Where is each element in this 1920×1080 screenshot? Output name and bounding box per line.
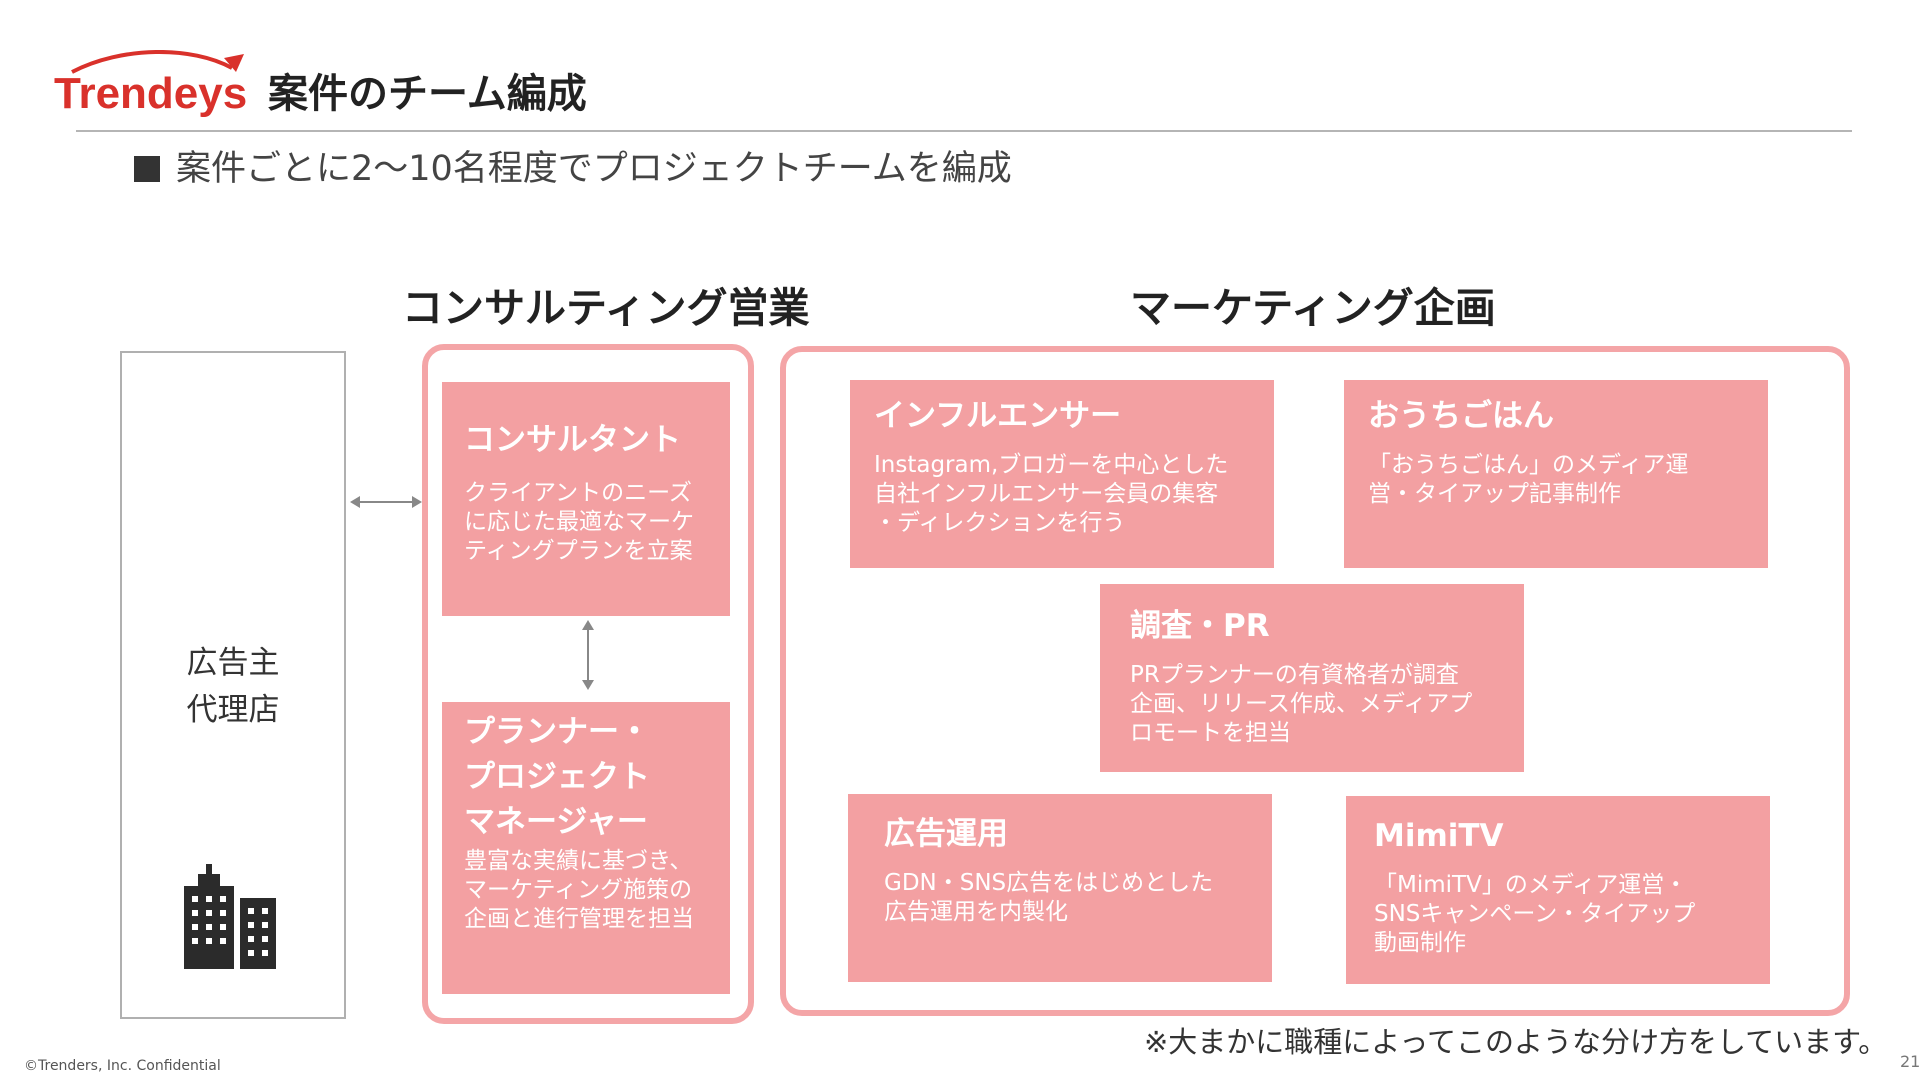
role-card-consultant: コンサルタント クライアントのニーズ に応じた最適なマーケ ティングプランを立案 xyxy=(442,382,730,616)
role-card-ad-operation: 広告運用 GDN・SNS広告をはじめとした 広告運用を内製化 xyxy=(848,794,1272,982)
consulting-sales-group xyxy=(422,344,754,1024)
building-icon xyxy=(184,864,276,969)
role-description: クライアントのニーズ に応じた最適なマーケ ティングプランを立案 xyxy=(464,479,708,567)
role-description: PRプランナーの有資格者が調査 企画、リリース作成、メディアプ ロモートを担当 xyxy=(1130,661,1494,749)
slide-title: 案件のチーム編成 xyxy=(268,71,587,117)
role-description: Instagram,ブロガーを中心とした 自社インフルエンサー会員の集客 ・ディ… xyxy=(874,451,1250,539)
desc-line: ティングプランを立案 xyxy=(464,538,693,565)
role-title: MimiTV xyxy=(1374,818,1504,854)
role-description: 豊富な実績に基づき、 マーケティング施策の 企画と進行管理を担当 xyxy=(464,847,708,935)
desc-line: 営・タイアップ記事制作 xyxy=(1368,481,1621,508)
role-description: 「おうちごはん」のメディア運 営・タイアップ記事制作 xyxy=(1368,451,1744,509)
copyright: ©Trenders, Inc. Confidential xyxy=(24,1058,221,1074)
desc-line: 豊富な実績に基づき、 xyxy=(464,847,693,874)
heading-marketing-planning: マーケティング企画 xyxy=(1130,284,1496,332)
footnote: ※大まかに職種によってこのような分け方をしています。 xyxy=(1144,1025,1888,1059)
desc-line: SNSキャンペーン・タイアップ xyxy=(1374,901,1696,928)
desc-line: マーケティング施策の xyxy=(464,877,693,904)
desc-line: 自社インフルエンサー会員の集客 xyxy=(874,481,1219,508)
role-title: コンサルタント xyxy=(464,422,681,458)
role-title: 調査・PR xyxy=(1130,608,1270,644)
double-arrow-vertical-icon xyxy=(582,620,594,690)
heading-consulting-sales: コンサルティング営業 xyxy=(402,284,810,332)
client-box xyxy=(120,351,346,1019)
role-title: 広告運用 xyxy=(884,816,1008,852)
header-divider xyxy=(76,130,1852,132)
double-arrow-horizontal-icon xyxy=(350,496,422,508)
trenders-logo: Trendeys xyxy=(54,50,247,118)
desc-line: GDN・SNS広告をはじめとした xyxy=(884,869,1214,896)
logo-text: Trendeys xyxy=(54,69,247,118)
role-card-ouchigohan: おうちごはん 「おうちごはん」のメディア運 営・タイアップ記事制作 xyxy=(1344,380,1768,568)
role-description: GDN・SNS広告をはじめとした 広告運用を内製化 xyxy=(884,869,1236,927)
subtitle: 案件ごとに2〜10名程度でプロジェクトチームを編成 xyxy=(134,148,1012,190)
desc-line: に応じた最適なマーケ xyxy=(464,509,694,536)
marketing-planning-group xyxy=(780,346,1850,1016)
desc-line: 企画、リリース作成、メディアプ xyxy=(1130,691,1473,718)
square-bullet-icon xyxy=(134,156,160,182)
role-description: 「MimiTV」のメディア運営・ SNSキャンペーン・タイアップ 動画制作 xyxy=(1374,871,1742,959)
role-title: プランナー・ プロジェクト マネージャー xyxy=(464,710,708,845)
desc-line: 動画制作 xyxy=(1374,930,1466,957)
client-label-advertiser: 広告主 xyxy=(186,645,280,681)
role-card-research-pr: 調査・PR PRプランナーの有資格者が調査 企画、リリース作成、メディアプ ロモ… xyxy=(1100,584,1524,772)
role-title: おうちごはん xyxy=(1368,398,1554,434)
desc-line: PRプランナーの有資格者が調査 xyxy=(1130,661,1459,688)
role-title: インフルエンサー xyxy=(874,398,1122,434)
desc-line: クライアントのニーズ xyxy=(464,479,692,506)
desc-line: 企画と進行管理を担当 xyxy=(464,906,694,933)
desc-line: 「MimiTV」のメディア運営・ xyxy=(1374,871,1688,898)
client-label-agency: 代理店 xyxy=(186,691,280,728)
client-label: 広告主 代理店 xyxy=(120,640,346,733)
subtitle-text: 案件ごとに2〜10名程度でプロジェクトチームを編成 xyxy=(176,149,1012,189)
title-line: マネージャー xyxy=(464,803,648,840)
role-card-mimitv: MimiTV 「MimiTV」のメディア運営・ SNSキャンペーン・タイアップ … xyxy=(1346,796,1770,984)
role-card-planner: プランナー・ プロジェクト マネージャー 豊富な実績に基づき、 マーケティング施… xyxy=(442,702,730,994)
title-line: プランナー・ xyxy=(464,714,650,750)
title-line: プロジェクト xyxy=(464,758,650,795)
desc-line: 「おうちごはん」のメディア運 xyxy=(1368,451,1689,478)
role-card-influencer: インフルエンサー Instagram,ブロガーを中心とした 自社インフルエンサー… xyxy=(850,380,1274,568)
page-number: 21 xyxy=(1900,1052,1920,1071)
desc-line: ロモートを担当 xyxy=(1130,720,1291,747)
desc-line: Instagram,ブロガーを中心とした xyxy=(874,451,1229,478)
desc-line: ・ディレクションを行う xyxy=(874,510,1126,537)
desc-line: 広告運用を内製化 xyxy=(884,899,1068,926)
